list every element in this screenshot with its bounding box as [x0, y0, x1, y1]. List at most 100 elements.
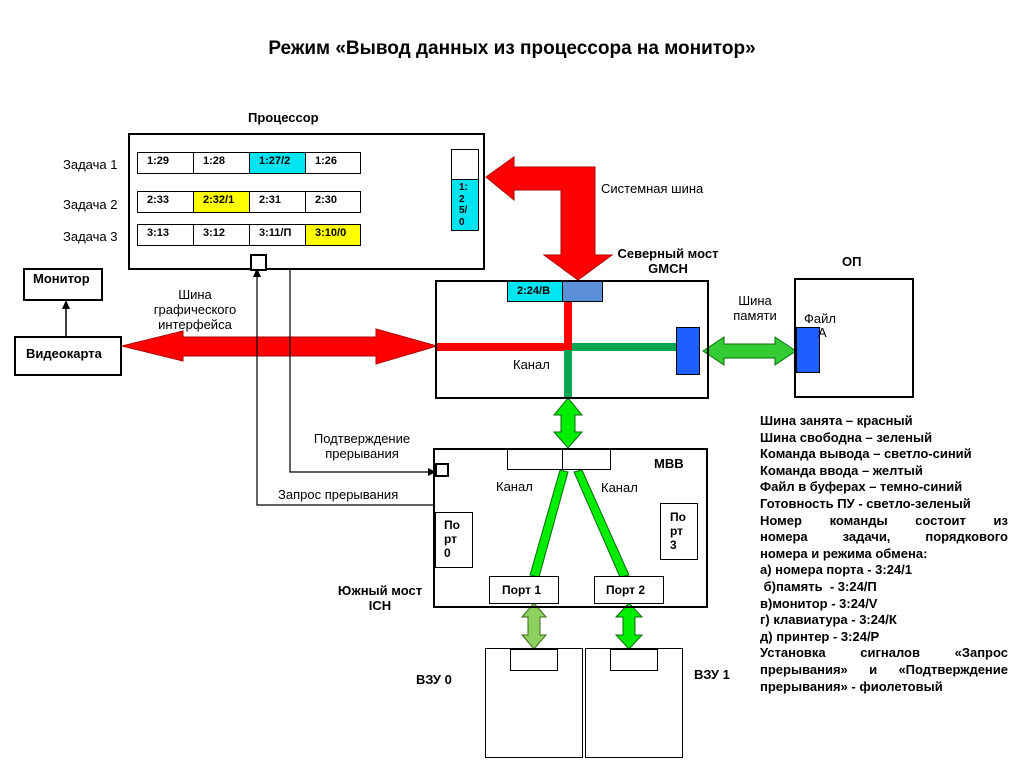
port3-label-line: По [670, 510, 686, 524]
task1-label: Задача 1 [63, 157, 118, 172]
legend: Шина занята – красный Шина свободна – зе… [760, 413, 1008, 695]
legend-line: номера и режима обмена: [760, 545, 928, 561]
legend-line: Файл в буферах – темно-синий [760, 479, 963, 495]
legend-line: Команда вывода – светло-синий [760, 446, 972, 462]
task2-cell-input-command: 2:32/1 [193, 191, 250, 213]
port0-label-line: 0 [444, 546, 451, 560]
legend-line: д) принтер - 3:24/Р [760, 628, 880, 644]
register-line: 0 [459, 216, 465, 228]
north-bridge-label-line: GMCH [648, 261, 688, 276]
legend-line: а) номера порта - 3:24/1 [760, 562, 912, 578]
port1-box[interactable]: Порт 1 [489, 576, 559, 604]
memory-bus-label-line: Шина [738, 293, 772, 308]
task3-cell: 3:12 [193, 224, 250, 246]
mvv-channel-right [573, 469, 630, 578]
register-line: 1: [459, 182, 468, 193]
legend-line: Команда ввода – желтый [760, 462, 923, 478]
channel-red-horizontal [437, 343, 569, 351]
channel-green-horizontal [572, 343, 676, 351]
vzu1-label: ВЗУ 1 [694, 667, 730, 682]
interrupt-flag-mvv [435, 463, 449, 477]
page-title: Режим «Вывод данных из процессора на мон… [268, 38, 756, 59]
videocard-label: Видеокарта [26, 346, 102, 361]
north-bridge-label: Северный мост GMCH [605, 246, 731, 276]
legend-line: Установка сигналов «Запрос [760, 645, 1008, 661]
port3-label-line: рт [670, 524, 684, 538]
legend-line: Номер команды состоит из [760, 512, 1008, 528]
task3-label: Задача 3 [63, 229, 118, 244]
register-line: 2 [459, 193, 465, 205]
legend-line: б)память - 3:24/П [760, 578, 877, 594]
north-bridge-register: 2:24/В [507, 281, 563, 302]
system-bus-arrow [485, 156, 614, 281]
interrupt-ack-line [289, 270, 433, 473]
port2-box[interactable]: Порт 2 [594, 576, 664, 604]
memory-buffer [796, 327, 820, 373]
videocard-box[interactable]: Видеокарта [14, 336, 122, 376]
legend-line: номера задачи, порядкового [760, 529, 1008, 545]
channel-green-vertical [564, 350, 572, 398]
port2-vzu1-arrow [614, 602, 644, 650]
processor-register-top [451, 149, 479, 180]
legend-line: Шина занята – красный [760, 413, 913, 428]
legend-line: Готовность ПУ - светло-зеленый [760, 495, 971, 511]
task2-label: Задача 2 [63, 197, 118, 212]
graphics-bus-label-line: Шина [178, 287, 212, 302]
mvv-channel-left-label: Канал [496, 479, 533, 494]
memory-bus-arrow [702, 336, 797, 366]
interrupt-ack-label-line: Подтверждение [313, 431, 411, 446]
processor-register: 1: 2 5/ 0 [451, 179, 479, 231]
interrupt-request-line [256, 272, 435, 506]
north-bridge-register-buffer [562, 281, 603, 302]
south-bridge-label-line: ICH [368, 598, 392, 613]
task3-cell-input-command: 3:10/0 [305, 224, 361, 246]
south-bridge-label-line: Южный мост [337, 583, 423, 598]
port3-label-line: 3 [670, 538, 677, 552]
task2-cell: 2:30 [305, 191, 361, 213]
vzu1-buffer [610, 649, 658, 671]
graphics-bus-label-line: интерфейса [158, 317, 232, 332]
mvv-register-right [562, 449, 611, 470]
memory-label: ОП [842, 254, 862, 269]
memory-bus-label-line: памяти [733, 308, 777, 323]
north-channel-label: Канал [513, 357, 550, 372]
legend-line: г) клавиатура - 3:24/К [760, 612, 897, 628]
task3-cell: 3:11/П [249, 224, 306, 246]
monitor-label: Монитор [33, 271, 90, 286]
system-bus-label: Системная шина [601, 181, 704, 196]
north-bridge-memory-buffer [676, 327, 700, 375]
monitor-arrowhead [62, 300, 70, 309]
register-line: 5/ [459, 205, 468, 216]
legend-line: Шина свободна – зеленый [760, 429, 933, 445]
legend-line: прерывания» - фиолетовый [760, 678, 943, 694]
processor-label: Процессор [248, 110, 319, 125]
port3-box[interactable]: По рт 3 [660, 503, 698, 560]
mvv-register-left [507, 449, 563, 470]
port0-box[interactable]: По рт 0 [435, 512, 473, 568]
legend-line: прерывания» и «Подтверждение [760, 661, 1008, 677]
graphics-bus-label: Шина графического интерфейса [140, 287, 250, 332]
task1-cell: 1:28 [193, 152, 250, 174]
port0-label-line: По [444, 518, 460, 532]
port0-label-line: рт [444, 532, 458, 546]
mvv-channel-right-label: Канал [601, 480, 638, 495]
vzu0-label: ВЗУ 0 [416, 672, 452, 687]
south-bridge-label: Южный мост ICH [325, 583, 435, 613]
interrupt-ack-label-line: прерывания [325, 446, 399, 461]
mvv-label: МВВ [654, 456, 684, 471]
task1-cell: 1:29 [137, 152, 194, 174]
port1-vzu0-arrow [520, 602, 548, 650]
interrupt-ack-label: Подтверждение прерывания [298, 431, 426, 461]
interrupt-request-label: Запрос прерывания [278, 487, 399, 502]
memory-file-label: Файл А [804, 312, 836, 340]
graphics-bus-label-line: графического [153, 302, 237, 317]
task3-cell: 3:13 [137, 224, 194, 246]
graphics-bus-arrow [121, 328, 439, 365]
memory-file-label-line: Файл [804, 311, 836, 326]
north-south-bus-arrow [552, 397, 584, 449]
monitor-box[interactable]: Монитор [23, 268, 103, 301]
legend-line: в)монитор - 3:24/V [760, 595, 878, 611]
memory-bus-label: Шина памяти [727, 293, 783, 323]
vzu0-buffer [510, 649, 558, 671]
